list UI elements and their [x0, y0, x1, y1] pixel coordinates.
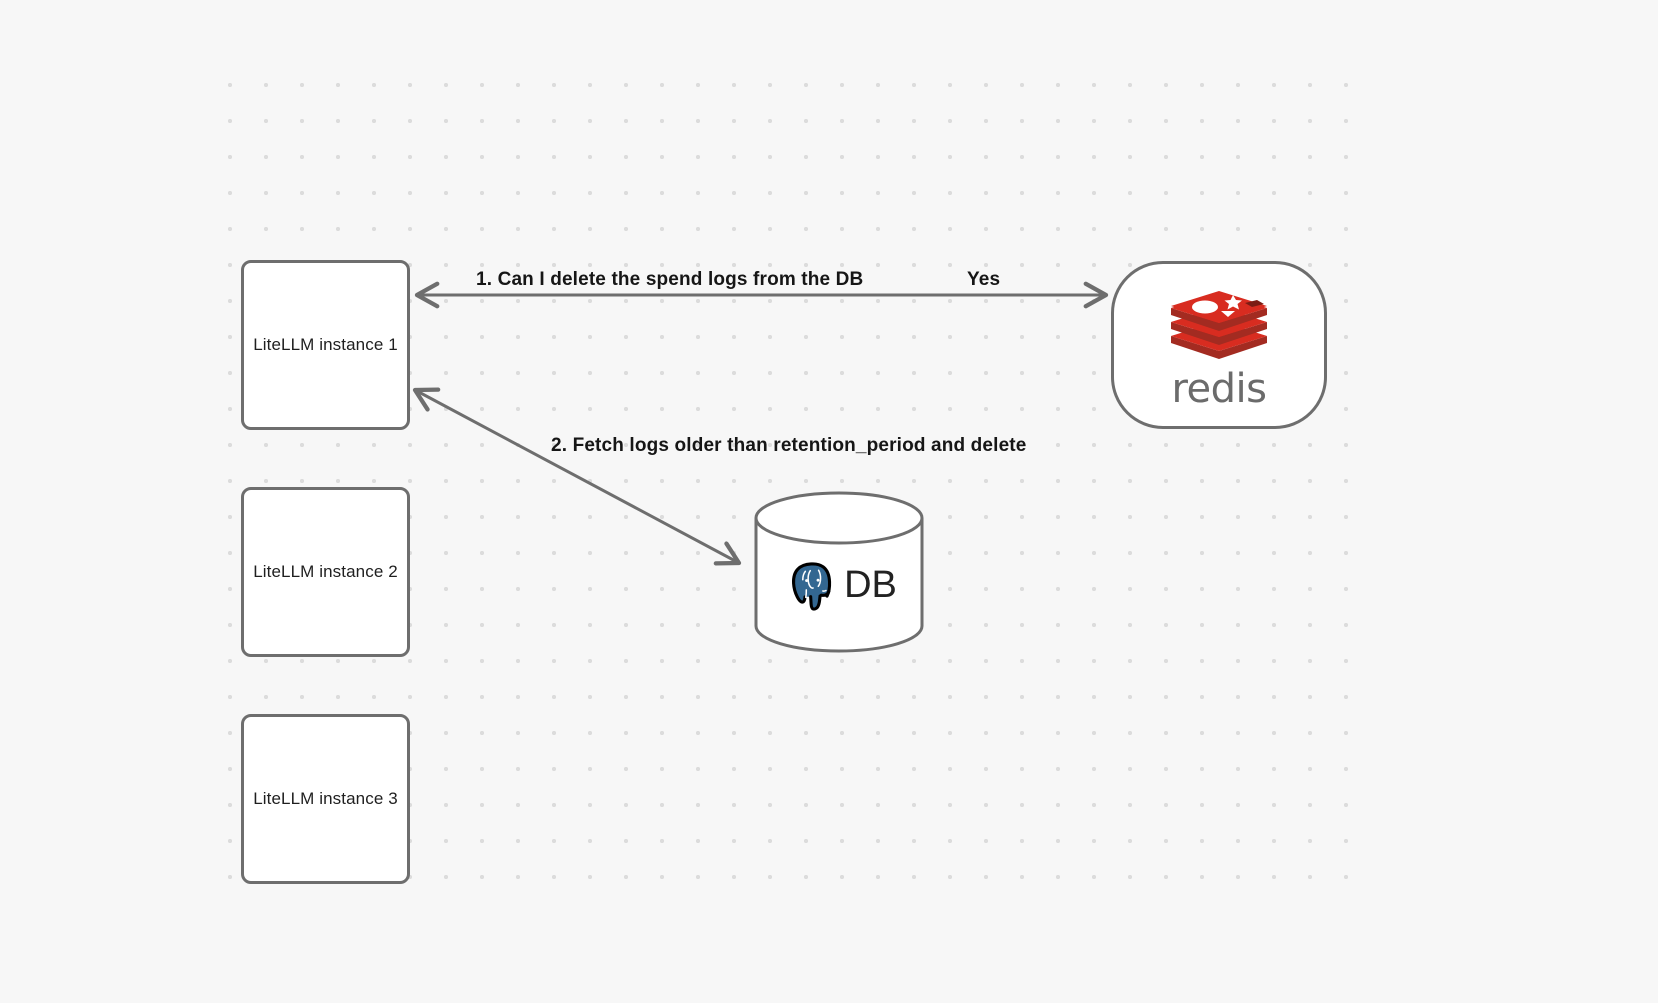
node-litellm-instance-3[interactable]: LiteLLM instance 3	[241, 714, 410, 884]
redis-wordmark: redis	[1171, 366, 1267, 412]
redis-stack-icon	[1171, 291, 1267, 359]
node-label: LiteLLM instance 3	[253, 789, 398, 808]
edge-label-yes: Yes	[967, 269, 1001, 290]
postgresql-elephant-icon	[792, 562, 832, 611]
node-database[interactable]: DB	[753, 491, 925, 653]
node-litellm-instance-1[interactable]: LiteLLM instance 1	[241, 260, 410, 430]
edge-litellm1-db	[412, 387, 742, 566]
node-redis[interactable]: redis	[1111, 261, 1327, 429]
cylinder-shape-icon	[754, 491, 924, 653]
redis-logo-icon: redis	[1165, 283, 1273, 409]
edge-label-step-2: 2. Fetch logs older than retention_perio…	[551, 435, 1027, 456]
node-label: LiteLLM instance 2	[253, 562, 398, 581]
db-label: DB	[844, 564, 897, 606]
edge-label-step-1: 1. Can I delete the spend logs from the …	[476, 269, 864, 290]
node-label: LiteLLM instance 1	[253, 335, 398, 354]
node-litellm-instance-2[interactable]: LiteLLM instance 2	[241, 487, 410, 657]
